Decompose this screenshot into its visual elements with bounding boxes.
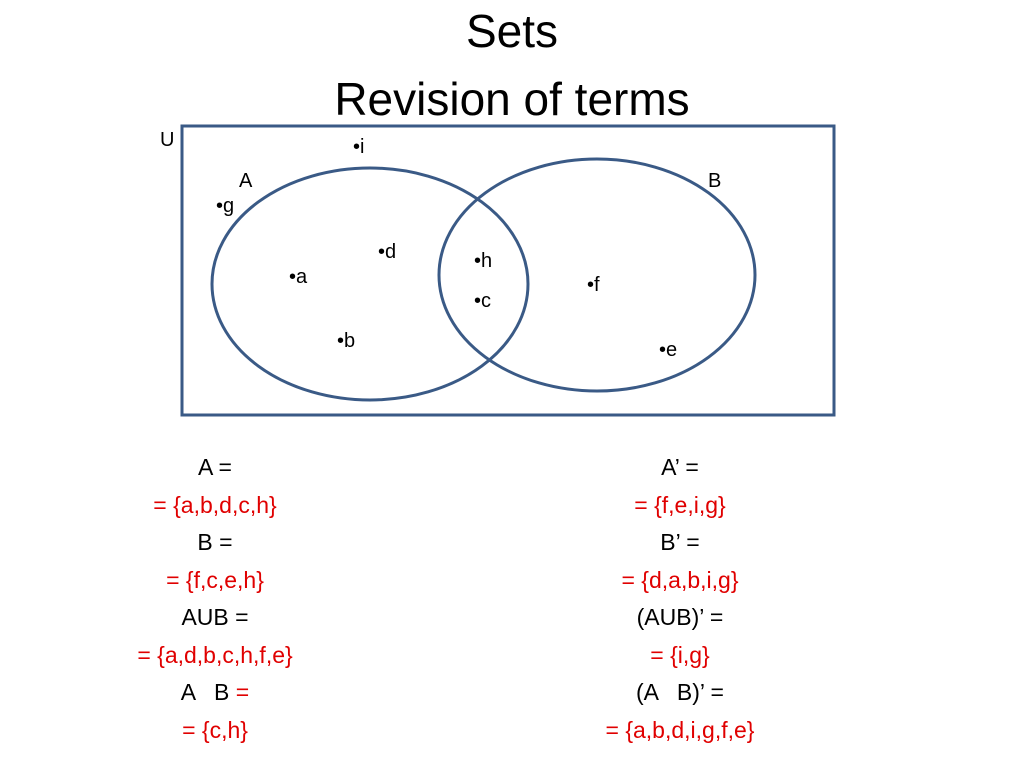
left-answers: A = = {a,b,d,c,h} B = = {f,c,e,h} AUB = … (25, 452, 405, 752)
set-a-label: A (239, 170, 253, 192)
element-g: •g (216, 195, 234, 217)
union-prompt: AUB = (181, 604, 249, 630)
intersection-equals: = (229, 679, 250, 705)
b-prompt: B = (197, 529, 233, 555)
a-answer: = {a,b,d,c,h} (153, 491, 277, 518)
a-complement-prompt: A’ = (661, 454, 699, 480)
union-answer: = {a,d,b,c,h,f,e} (137, 641, 293, 668)
a-prompt: A = (198, 454, 232, 480)
b-answer: = {f,c,e,h} (166, 566, 264, 593)
element-a: •a (289, 266, 308, 288)
intersection-prompt: A B (180, 679, 230, 705)
union-complement-answer: = {i,g} (650, 641, 710, 668)
right-answers: A’ = = {f,e,i,g} B’ = = {d,a,b,i,g} (AUB… (490, 452, 870, 752)
element-f: •f (587, 274, 600, 296)
element-i: •i (353, 136, 364, 158)
element-h: •h (474, 250, 492, 272)
set-b-circle (437, 157, 757, 393)
intersection-answer: = {c,h} (182, 716, 248, 743)
element-c: •c (474, 290, 491, 312)
b-complement-prompt: B’ = (660, 529, 700, 555)
union-complement-prompt: (AUB)’ = (636, 604, 724, 630)
element-b: •b (337, 330, 355, 352)
element-e: •e (659, 339, 677, 361)
universe-label: U (160, 129, 174, 151)
intersection-prompt-line: A B = (25, 677, 405, 715)
set-a-circle (210, 166, 530, 402)
slide-subtitle: Revision of terms (334, 73, 690, 125)
element-d: •d (378, 241, 396, 263)
intersection-complement-answer: = {a,b,d,i,g,f,e} (605, 716, 755, 743)
universe-rectangle (180, 124, 836, 417)
intersection-complement-prompt: (A B)’ = (636, 679, 724, 705)
b-complement-answer: = {d,a,b,i,g} (621, 566, 739, 593)
set-b-label: B (708, 170, 721, 192)
a-complement-answer: = {f,e,i,g} (634, 491, 726, 518)
slide-title: Sets (465, 5, 559, 57)
